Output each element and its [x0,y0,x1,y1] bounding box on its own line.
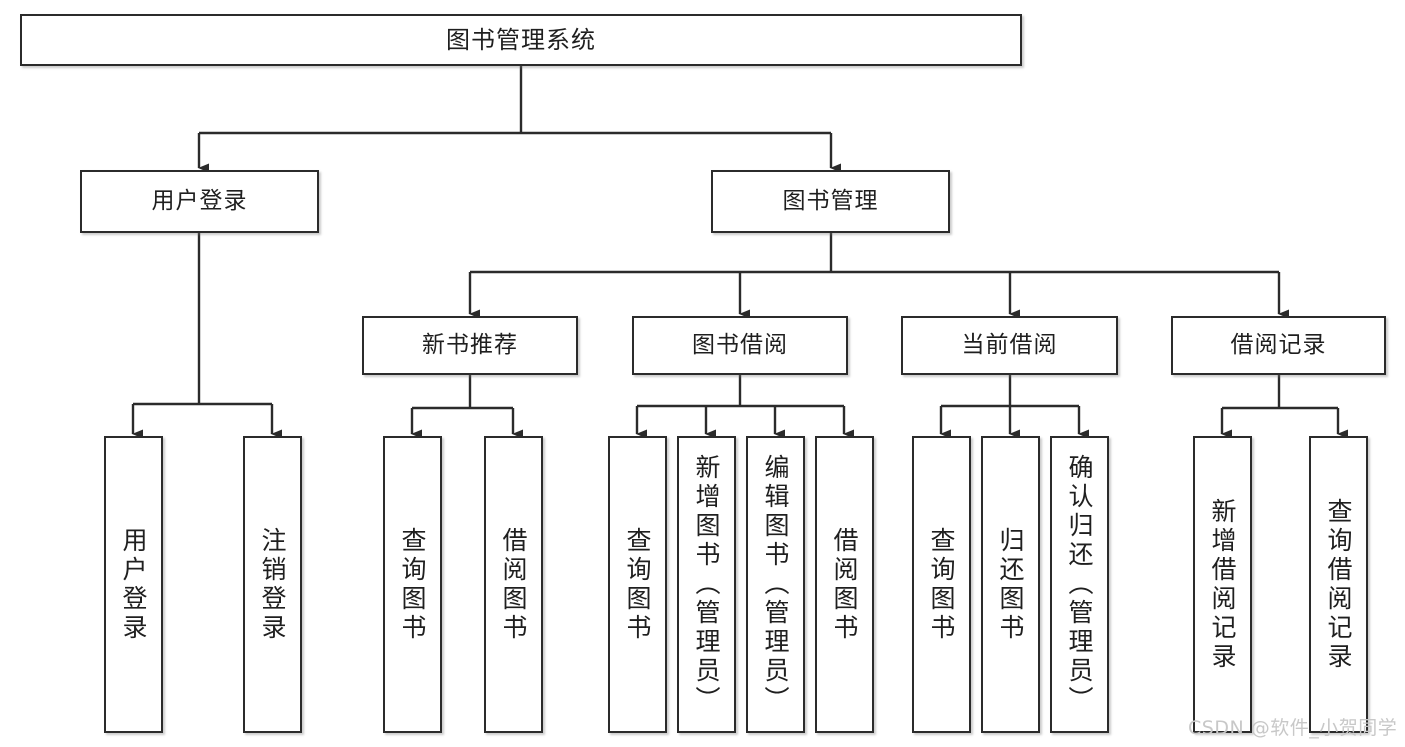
node-leaf-query-book-recommend[interactable]: 查询图书 [383,436,442,733]
node-borrow-record[interactable]: 借阅记录 [1171,316,1386,375]
node-leaf-return-book[interactable]: 归还图书 [981,436,1040,733]
node-label: 图书管理 [782,187,879,214]
node-label: 图书借阅 [692,331,788,358]
node-leaf-query-borrow-record[interactable]: 查询借阅记录 [1309,436,1368,733]
node-label: 注销登录 [258,526,287,643]
node-label: 归还图书 [996,526,1025,643]
node-leaf-user-login[interactable]: 用户登录 [104,436,163,733]
node-label: 确认归还（管理员） [1065,454,1094,715]
node-leaf-edit-book-admin[interactable]: 编辑图书（管理员） [746,436,805,733]
node-label: 当前借阅 [961,331,1058,358]
node-leaf-borrow-book[interactable]: 借阅图书 [815,436,874,733]
node-leaf-borrow-book-recommend[interactable]: 借阅图书 [484,436,543,733]
node-new-book-recommend[interactable]: 新书推荐 [362,316,578,375]
node-label: 借阅图书 [830,526,859,643]
node-label: 新增图书（管理员） [692,454,721,715]
node-leaf-confirm-return-admin[interactable]: 确认归还（管理员） [1050,436,1109,733]
node-label: 查询图书 [623,526,652,643]
node-label: 图书管理系统 [446,25,596,54]
node-label: 用户登录 [119,526,148,643]
node-label: 编辑图书（管理员） [761,454,790,715]
node-label: 新增借阅记录 [1208,497,1237,672]
node-label: 用户登录 [151,187,248,214]
node-leaf-logout[interactable]: 注销登录 [243,436,302,733]
node-leaf-query-book-borrow[interactable]: 查询图书 [608,436,667,733]
node-label: 查询借阅记录 [1324,497,1353,672]
node-label: 查询图书 [398,526,427,643]
node-book-borrow[interactable]: 图书借阅 [632,316,848,375]
node-book-management[interactable]: 图书管理 [711,170,950,233]
node-label: 新书推荐 [422,331,518,358]
node-leaf-query-book-current[interactable]: 查询图书 [912,436,971,733]
csdn-watermark: CSDN @软件_小贺同学 [1188,717,1398,739]
node-user-login[interactable]: 用户登录 [80,170,319,233]
node-label: 查询图书 [927,526,956,643]
node-leaf-add-borrow-record[interactable]: 新增借阅记录 [1193,436,1252,733]
node-root-system[interactable]: 图书管理系统 [20,14,1022,66]
node-label: 借阅记录 [1230,331,1327,358]
node-leaf-add-book-admin[interactable]: 新增图书（管理员） [677,436,736,733]
node-current-borrow[interactable]: 当前借阅 [901,316,1118,375]
node-label: 借阅图书 [499,526,528,643]
